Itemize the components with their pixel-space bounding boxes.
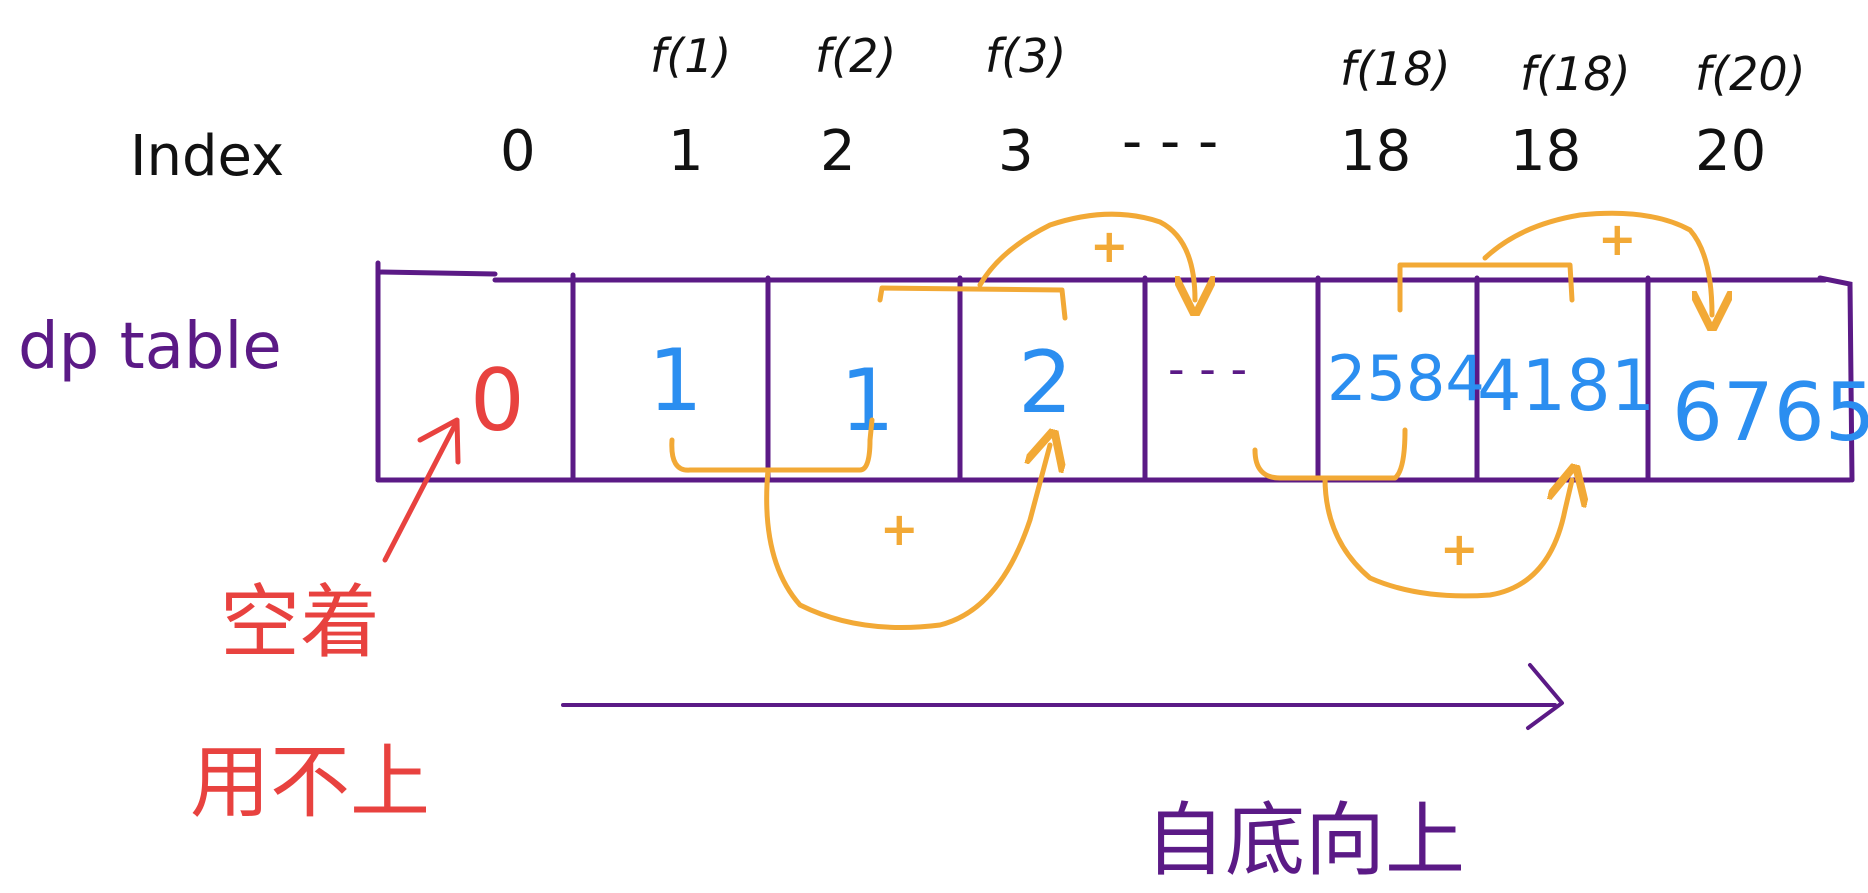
f-label-2: f(2) <box>815 29 896 83</box>
index-row-label: Index <box>130 124 284 189</box>
plus-signs: + + + + <box>880 212 1637 576</box>
index-18b: 18 <box>1510 119 1581 184</box>
f-label-18b: f(18) <box>1520 47 1631 101</box>
unused-note-line2: 用不上 <box>190 736 430 829</box>
dp-value-3: 2 <box>1018 333 1073 433</box>
arrow-to-6765 <box>1482 210 1712 315</box>
arrow-to-4181 <box>1322 478 1572 599</box>
addition-arrows <box>669 210 1712 630</box>
dp-value-6765: 6765 <box>1672 366 1868 459</box>
index-2: 2 <box>820 119 856 184</box>
dp-value-ellipsis: - - - <box>1168 342 1247 396</box>
bracket-f1-f2 <box>669 417 875 473</box>
dp-value-2: 1 <box>840 351 895 451</box>
f-label-row: f(1) f(2) f(3) f(18) f(18) f(20) <box>650 29 1806 101</box>
direction-arrow <box>561 663 1564 730</box>
index-18a: 18 <box>1340 119 1411 184</box>
bracket-f2-f3 <box>877 285 1068 321</box>
direction-note: 自底向上 <box>1145 794 1465 887</box>
dp-value-2584: 2584 <box>1327 342 1485 415</box>
index-ellipsis: - - - <box>1122 109 1218 174</box>
dp-table-label: dp table <box>18 310 282 384</box>
index-3: 3 <box>998 119 1034 184</box>
index-20: 20 <box>1695 119 1766 184</box>
f-label-1: f(1) <box>650 29 731 83</box>
bracket-ellipsis-2584 <box>1252 427 1408 481</box>
plus-sign-2: + <box>880 502 919 556</box>
dp-value-4181: 4181 <box>1477 345 1655 427</box>
arrow-to-f3 <box>764 445 1050 630</box>
index-row: Index 0 1 2 3 - - - 18 18 20 <box>130 109 1766 189</box>
dp-value-0: 0 <box>470 351 525 451</box>
index-0: 0 <box>500 119 536 184</box>
bracket-2584-4181 <box>1397 262 1575 313</box>
plus-sign-3: + <box>1598 212 1637 266</box>
dp-value-1: 1 <box>648 331 703 431</box>
dp-values: 0 1 1 2 - - - 2584 4181 6765 <box>470 331 1868 459</box>
f-label-3: f(3) <box>985 29 1066 83</box>
dp-table-frame <box>375 260 1855 483</box>
arrow-to-ellipsis <box>977 211 1195 300</box>
plus-sign-1: + <box>1090 219 1129 273</box>
f-label-20: f(20) <box>1695 47 1806 101</box>
unused-note-line1: 空着 <box>220 576 380 669</box>
f-label-18a: f(18) <box>1340 42 1451 96</box>
unused-arrow <box>382 417 461 563</box>
index-1: 1 <box>668 119 704 184</box>
plus-sign-4: + <box>1440 522 1479 576</box>
